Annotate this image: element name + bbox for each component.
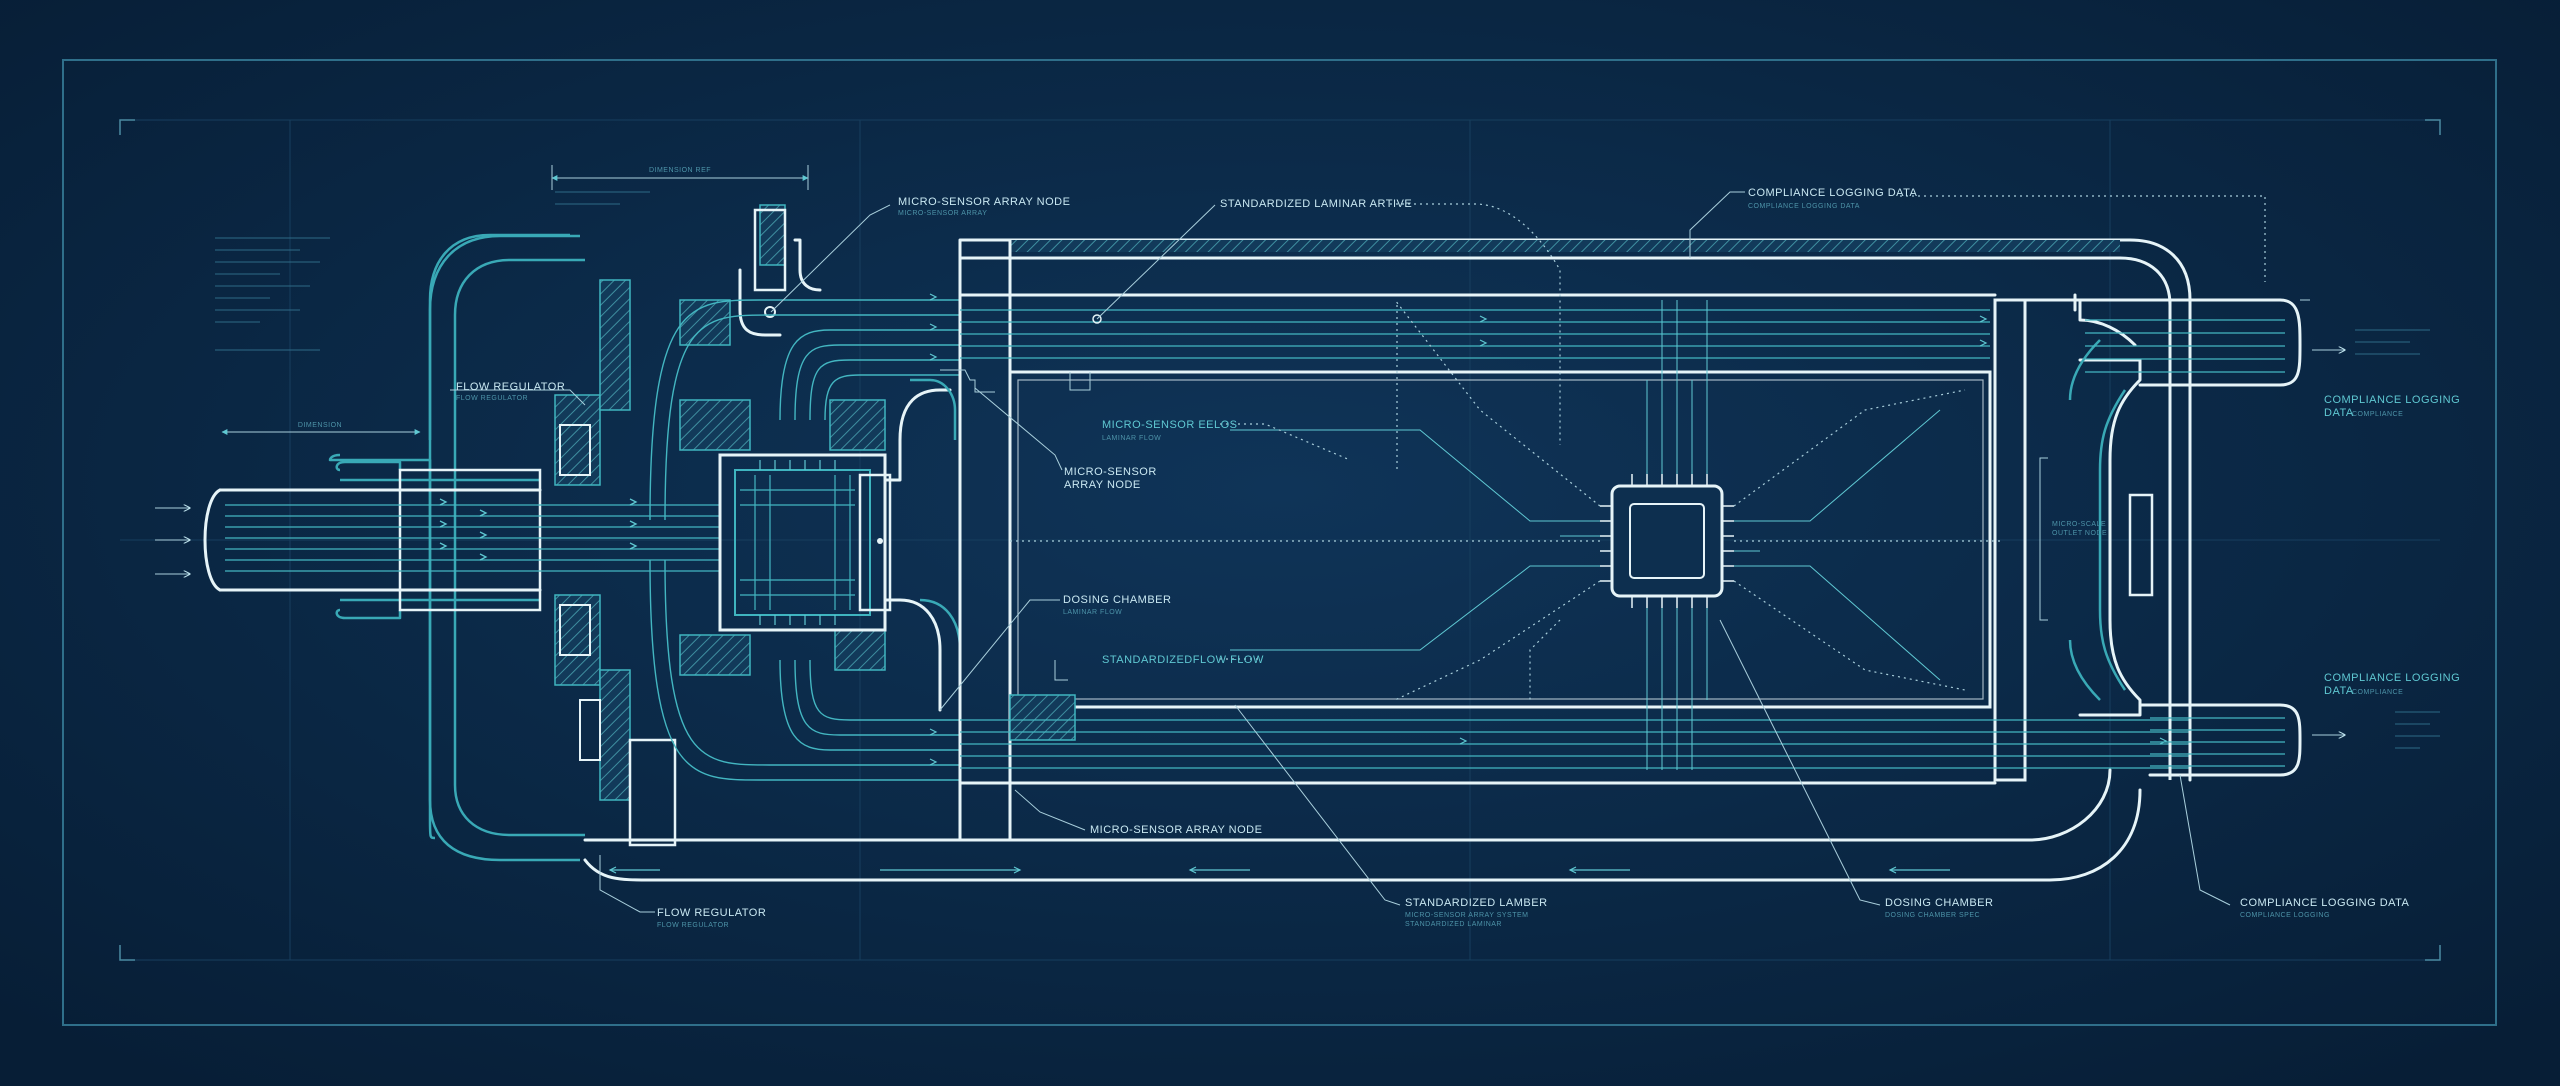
annotation-labels: MICRO-SENSOR ARRAY NODE MICRO-SENSOR ARR… xyxy=(456,187,2460,929)
label-standardized-laminar-artive: STANDARDIZED LAMINAR ARTIVE xyxy=(1220,198,1412,210)
label-compliance-logging-data-top-sub: COMPLIANCE LOGGING DATA xyxy=(1748,203,1860,210)
label-compliance-logging-data-right2-sub: COMPLIANCE xyxy=(2352,689,2403,696)
label-micro-sensor-array-node-mid-2: ARRAY NODE xyxy=(1064,479,1141,491)
label-compliance-logging-data-right1-1: COMPLIANCE LOGGING xyxy=(2324,394,2460,406)
label-flow-regulator-left-sub: FLOW REGULATOR xyxy=(456,395,528,402)
label-dosing-chamber-mid-sub: LAMINAR FLOW xyxy=(1063,609,1122,616)
return-flow-arrows xyxy=(608,866,1950,874)
label-flow-regulator-bottom-sub: FLOW REGULATOR xyxy=(657,922,729,929)
main-tank xyxy=(583,238,2192,882)
label-compliance-logging-data-right2-1: COMPLIANCE LOGGING xyxy=(2324,672,2460,684)
label-micro-sensor-array-node-bottom: MICRO-SENSOR ARRAY NODE xyxy=(1090,824,1262,836)
inner-enclosure-left xyxy=(453,258,585,837)
inlet-arrows xyxy=(155,508,190,574)
label-flow-regulator-left: FLOW REGULATOR xyxy=(456,381,565,393)
label-compliance-logging-data-top: COMPLIANCE LOGGING DATA xyxy=(1748,187,1918,199)
chip-dotted-links xyxy=(1010,299,2000,701)
left-core xyxy=(718,453,892,632)
label-compliance-logging-data-right2-2: DATA xyxy=(2324,685,2354,697)
label-micro-sensor-array-node-top: MICRO-SENSOR ARRAY NODE xyxy=(898,196,1070,208)
label-flow-regulator-bottom: FLOW REGULATOR xyxy=(657,907,766,919)
outlet-bottom-pipe xyxy=(2138,703,2345,777)
left-notes xyxy=(215,191,650,351)
lower-routing-flow xyxy=(649,559,960,781)
dimension-left: DIMENSION xyxy=(221,422,421,435)
top-sensor-stem xyxy=(738,208,822,337)
outlet-top-pipe xyxy=(2073,293,2345,387)
central-microchip-icon xyxy=(1600,474,1734,608)
leader-lines xyxy=(450,191,2310,913)
outlet-bracket xyxy=(2039,457,2048,621)
label-dosing-chamber-bottom-sub: DOSING CHAMBER SPEC xyxy=(1885,912,1980,919)
label-micro-sensor-eelos: MICRO-SENSOR EELOS xyxy=(1102,419,1238,431)
drawing-frame xyxy=(62,59,2497,1026)
inlet-flow-markers xyxy=(439,498,638,561)
corner-ticks xyxy=(119,119,2441,961)
label-micro-sensor-eelos-sub: LAMINAR FLOW xyxy=(1102,435,1161,442)
label-outlet-annotation-2: OUTLET NODE xyxy=(2052,530,2107,537)
label-standardized-lamber-sub1: MICRO-SENSOR ARRAY SYSTEM xyxy=(1405,912,1528,919)
dimension-top-label: DIMENSION REF xyxy=(649,167,711,174)
upper-routing-flow xyxy=(649,299,960,521)
label-compliance-logging-data-bottom-sub: COMPLIANCE LOGGING xyxy=(2240,912,2330,919)
label-standardized-lamber-sub2: STANDARDIZED LAMINAR xyxy=(1405,921,1502,928)
routing-flow-arrows xyxy=(929,293,938,766)
chip-circuit-traces xyxy=(1230,300,1941,770)
label-standardized-flow: STANDARDIZEDFLOW FLOW xyxy=(1102,654,1264,666)
label-compliance-logging-data-right1-2: DATA xyxy=(2324,407,2354,419)
inlet-pipe xyxy=(203,460,720,620)
label-outlet-annotation-1: MICRO-SCALE xyxy=(2052,521,2106,528)
label-micro-sensor-array-node-mid-1: MICRO-SENSOR xyxy=(1064,466,1157,478)
label-micro-sensor-array-node-top-sub: MICRO-SENSOR ARRAY xyxy=(898,210,987,217)
right-notes xyxy=(2355,329,2440,749)
tank-bottom-flow xyxy=(960,719,2190,769)
left-manifold xyxy=(554,204,886,847)
tank-flow-arrows xyxy=(1459,315,2168,745)
tank-top-flow xyxy=(960,309,1990,359)
label-dosing-chamber-mid: DOSING CHAMBER xyxy=(1063,594,1171,606)
dimension-top: DIMENSION REF xyxy=(551,165,809,190)
label-compliance-logging-data-bottom: COMPLIANCE LOGGING DATA xyxy=(2240,897,2410,909)
label-standardized-lamber: STANDARDIZED LAMBER xyxy=(1405,897,1548,909)
outer-enclosure-left xyxy=(428,234,580,862)
dimension-left-label: DIMENSION xyxy=(298,422,342,429)
label-dosing-chamber-bottom: DOSING CHAMBER xyxy=(1885,897,1993,909)
label-compliance-logging-data-right1-sub: COMPLIANCE xyxy=(2352,411,2403,418)
